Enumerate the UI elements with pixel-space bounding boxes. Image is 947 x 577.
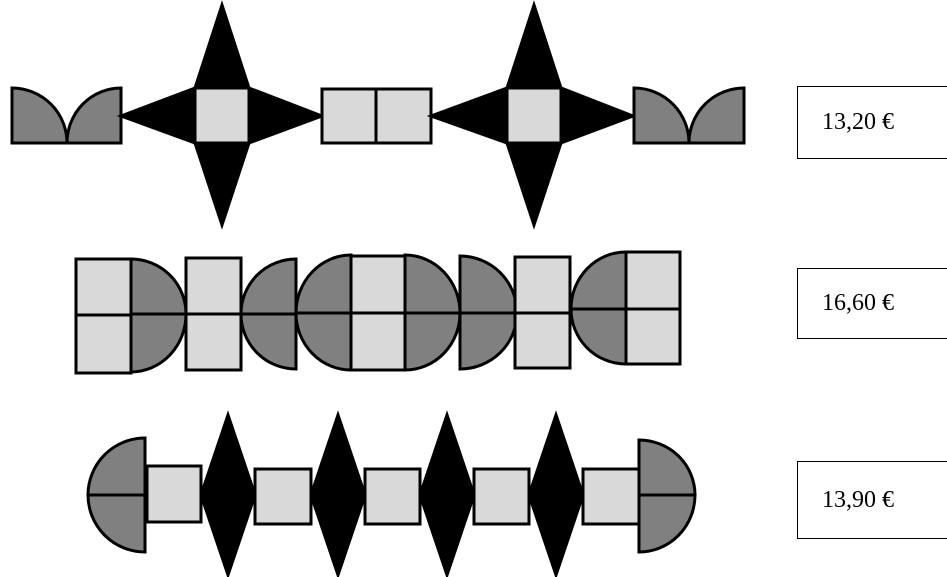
square xyxy=(474,469,529,524)
rhombus xyxy=(420,415,474,575)
quarter-circle xyxy=(296,255,351,313)
row-2-figure xyxy=(76,252,680,373)
quarter-circle xyxy=(639,440,695,495)
quarter-circle xyxy=(689,88,744,143)
quarter-circle xyxy=(241,314,296,369)
rhombus xyxy=(195,5,249,88)
square xyxy=(376,89,431,143)
square xyxy=(255,469,311,524)
rhombus xyxy=(311,415,365,575)
row-3-figure xyxy=(88,415,695,575)
square xyxy=(322,89,376,143)
quarter-circle xyxy=(88,438,145,495)
price-label-row-3: 13,90 € xyxy=(797,461,947,539)
row-1-figure xyxy=(12,5,744,225)
quarter-circle xyxy=(241,259,296,314)
square xyxy=(351,313,405,370)
square xyxy=(626,252,680,309)
square xyxy=(583,469,639,524)
price-text: 16,60 € xyxy=(822,290,894,317)
quarter-circle xyxy=(296,313,351,370)
quarter-circle xyxy=(460,256,517,313)
square xyxy=(186,314,241,370)
rhombus xyxy=(431,88,507,143)
quarter-circle xyxy=(571,309,626,364)
rhombus xyxy=(561,88,633,143)
rhombus xyxy=(507,143,561,225)
quarter-circle xyxy=(634,88,689,143)
square xyxy=(515,257,570,313)
square xyxy=(186,258,241,314)
quarter-circle xyxy=(405,313,460,370)
square xyxy=(195,88,249,143)
price-label-row-1: 13,20 € xyxy=(797,86,947,159)
square xyxy=(147,466,201,522)
rhombus xyxy=(195,143,249,225)
square xyxy=(365,469,420,524)
quarter-circle xyxy=(131,259,186,314)
rhombus xyxy=(249,88,322,143)
square xyxy=(76,259,131,315)
rhombus xyxy=(201,415,255,575)
price-label-row-2: 16,60 € xyxy=(797,268,947,339)
quarter-circle xyxy=(131,314,186,372)
quarter-circle xyxy=(67,88,121,143)
square xyxy=(351,256,405,313)
quarter-circle xyxy=(571,252,626,309)
quarter-circle xyxy=(405,255,460,313)
square xyxy=(626,309,680,364)
square xyxy=(515,313,570,368)
price-text: 13,20 € xyxy=(822,109,894,136)
square xyxy=(507,88,561,143)
rhombus xyxy=(529,415,583,575)
quarter-circle xyxy=(88,495,145,552)
quarter-circle xyxy=(639,495,695,552)
square xyxy=(76,315,131,373)
quarter-circle xyxy=(12,88,67,143)
price-text: 13,90 € xyxy=(822,487,894,514)
quarter-circle xyxy=(460,313,517,369)
rhombus xyxy=(121,88,195,143)
rhombus xyxy=(507,5,561,88)
